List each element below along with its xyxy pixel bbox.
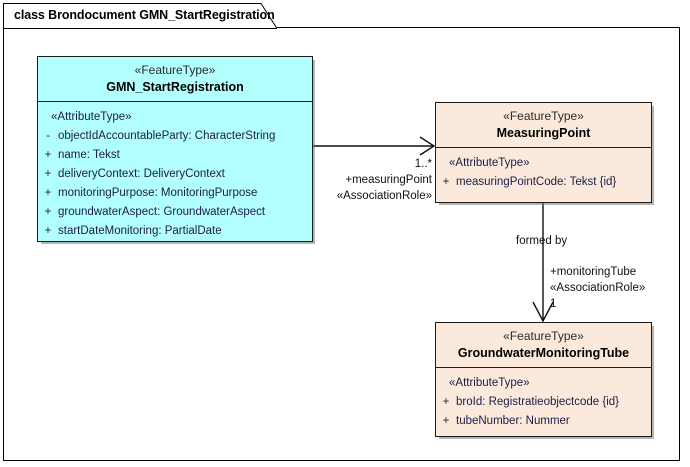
class-name-gmn: GMN_StartRegistration (106, 80, 244, 94)
attribute-visibility: + (442, 415, 450, 427)
attribute-visibility: + (442, 396, 450, 408)
attribute-text: name: Tekst (58, 149, 120, 161)
association-label-group-2: +monitoringTube «AssociationRole» (550, 264, 645, 296)
class-separator-gmn (38, 101, 312, 102)
class-box-groundwatermonitoringtube[interactable]: «FeatureType» GroundwaterMonitoringTube … (435, 322, 652, 437)
class-separator-groundwatermonitoringtube (436, 367, 651, 368)
association-role-2: +monitoringTube (550, 266, 637, 278)
attribute-visibility: + (442, 176, 450, 188)
association-name-2: formed by (516, 235, 568, 247)
attribute-row: + startDateMonitoring: PartialDate (38, 222, 312, 241)
class-stereotype-gmn: «FeatureType» (134, 63, 216, 77)
association-multiplicity-2: 1 (550, 298, 557, 310)
attribute-visibility: + (44, 149, 52, 161)
association-role-1: +measuringPoint (345, 174, 432, 186)
attribute-row: + groundwaterAspect: GroundwaterAspect (38, 203, 312, 222)
diagram-title: class Brondocument GMN_StartRegistration (14, 8, 275, 22)
attribute-compartment-stereotype-measuringpoint: «AttributeType» (449, 157, 530, 169)
association-stereotype-2: «AssociationRole» (550, 282, 646, 294)
attribute-row: + deliveryContext: DeliveryContext (38, 165, 312, 184)
association-multiplicity-1: 1..* (414, 158, 432, 170)
attribute-compartment-stereotype-groundwatermonitoringtube: «AttributeType» (449, 377, 530, 389)
attribute-text: measuringPointCode: Tekst {id} (456, 176, 617, 188)
class-stereotype-measuringpoint: «FeatureType» (503, 109, 584, 123)
attribute-text: deliveryContext: DeliveryContext (58, 168, 225, 180)
class-header-groundwatermonitoringtube: «FeatureType» GroundwaterMonitoringTube (436, 323, 651, 367)
attribute-visibility: + (44, 168, 52, 180)
class-box-gmn-startregistration[interactable]: «FeatureType» GMN_StartRegistration «Att… (37, 56, 313, 242)
class-name-measuringpoint: MeasuringPoint (496, 126, 591, 140)
association-label-group-1: 1..* +measuringPoint «AssociationRole» (232, 156, 432, 204)
attribute-text: monitoringPurpose: MonitoringPurpose (58, 187, 258, 199)
attribute-text: startDateMonitoring: PartialDate (58, 225, 222, 237)
class-attributes-measuringpoint: «AttributeType» + measuringPointCode: Te… (436, 148, 651, 198)
class-header-gmn: «FeatureType» GMN_StartRegistration (38, 57, 312, 101)
attribute-text: broId: Registratieobjectcode {id} (456, 396, 620, 408)
attribute-text: tubeNumber: Nummer (456, 415, 570, 427)
class-attributes-gmn: «AttributeType» - objectIdAccountablePar… (38, 102, 312, 247)
attribute-text: objectIdAccountableParty: CharacterStrin… (58, 130, 276, 142)
association-stereotype-1: «AssociationRole» (336, 190, 432, 202)
attribute-row: + name: Tekst (38, 146, 312, 165)
class-name-groundwatermonitoringtube: GroundwaterMonitoringTube (457, 346, 630, 360)
attribute-row: + broId: Registratieobjectcode {id} (436, 393, 651, 412)
attribute-visibility: + (44, 187, 52, 199)
diagram-frame-tab (3, 3, 277, 29)
class-box-measuringpoint[interactable]: «FeatureType» MeasuringPoint «AttributeT… (435, 102, 652, 203)
attribute-row: + tubeNumber: Nummer (436, 412, 651, 431)
attribute-row: + measuringPointCode: Tekst {id} (436, 173, 651, 192)
attribute-compartment-stereotype-gmn: «AttributeType» (51, 111, 132, 123)
attribute-visibility: + (44, 225, 52, 237)
attribute-row: + monitoringPurpose: MonitoringPurpose (38, 184, 312, 203)
attribute-row: - objectIdAccountableParty: CharacterStr… (38, 127, 312, 146)
attribute-visibility: - (46, 130, 50, 142)
attribute-text: groundwaterAspect: GroundwaterAspect (58, 206, 266, 218)
class-separator-measuringpoint (436, 147, 651, 148)
class-header-measuringpoint: «FeatureType» MeasuringPoint (436, 103, 651, 147)
class-stereotype-groundwatermonitoringtube: «FeatureType» (503, 329, 584, 343)
class-attributes-groundwatermonitoringtube: «AttributeType» + broId: Registratieobje… (436, 368, 651, 437)
attribute-visibility: + (44, 206, 52, 218)
